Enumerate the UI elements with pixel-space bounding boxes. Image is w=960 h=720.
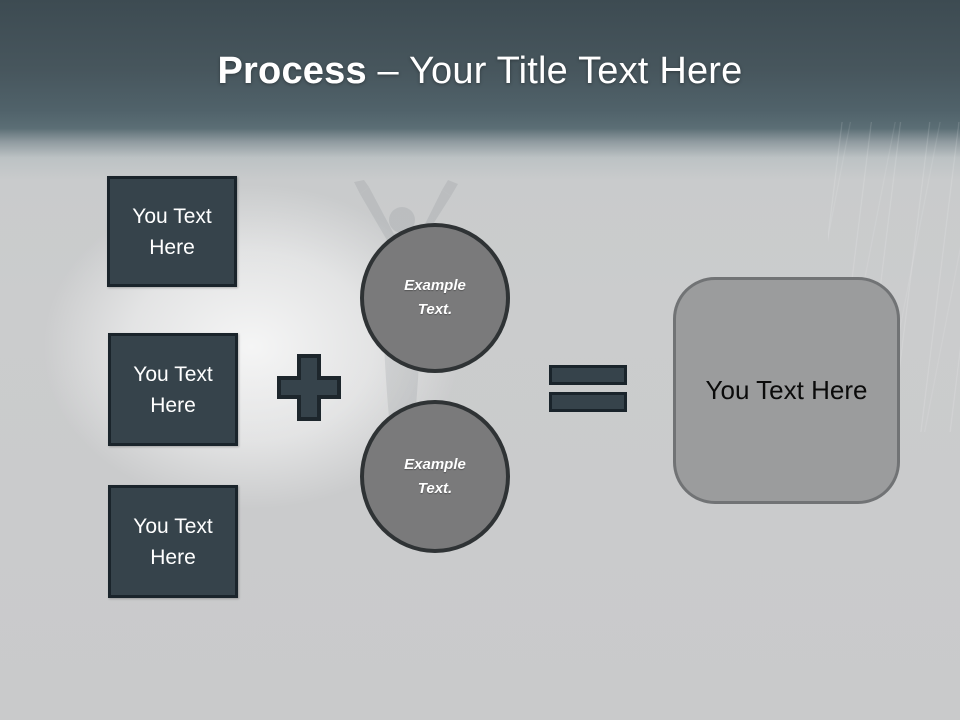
result-box-label: You Text Here [705,375,868,405]
title-keyword: Process [217,50,367,92]
input-box-3-label: You Text Here [133,514,213,569]
plus-icon [277,354,341,421]
input-box-1[interactable]: You Text Here [107,176,237,287]
equals-bar-top [549,365,627,385]
slide-title: Process – Your Title Text Here [0,50,960,94]
input-box-1-label: You Text Here [132,204,212,259]
title-separator: – [366,50,409,92]
input-box-3[interactable]: You Text Here [108,485,238,598]
equals-icon [549,365,627,413]
title-text: Your Title Text Here [408,50,743,92]
input-box-2[interactable]: You Text Here [108,333,238,446]
input-box-2-label: You Text Here [133,362,213,417]
example-circle-2[interactable]: Example Text. [360,400,510,553]
example-circle-2-label: Example Text. [404,455,466,497]
equals-bar-bottom [549,392,627,412]
example-circle-1-label: Example Text. [404,277,466,318]
result-box[interactable]: You Text Here [673,277,900,504]
example-circle-1[interactable]: Example Text. [360,223,510,373]
